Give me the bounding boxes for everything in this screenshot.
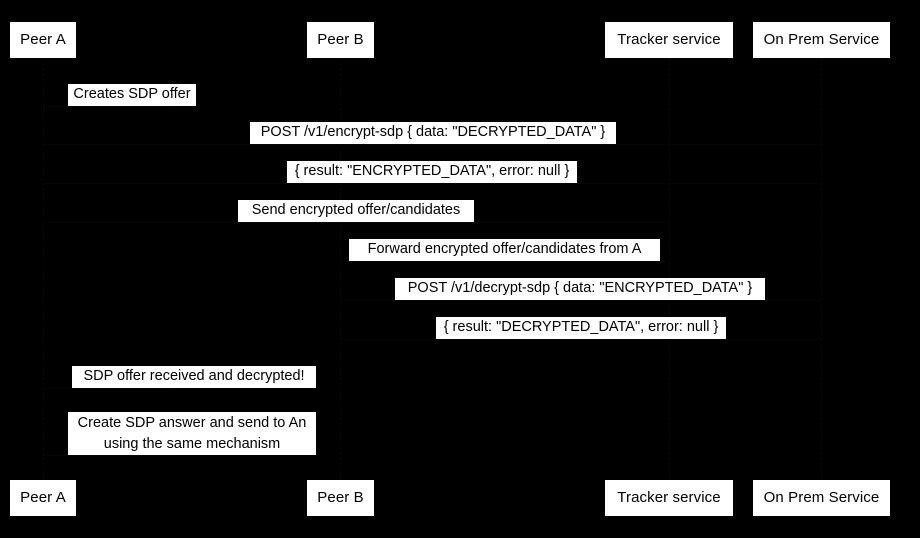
message-arrow-4 xyxy=(43,222,669,223)
message-label-sdp-offer-received: SDP offer received and decrypted! xyxy=(72,366,316,388)
message-arrow-3 xyxy=(43,183,821,184)
message-label-create-sdp-answer-line-1: Create SDP answer and send to An xyxy=(77,415,307,431)
message-label-create-sdp-answer-line-2: using the same mechanism xyxy=(103,436,281,452)
message-label-creates-sdp-offer: Creates SDP offer xyxy=(68,84,196,106)
participant-tracker-service-bottom[interactable]: Tracker service xyxy=(605,480,733,516)
participant-on-prem-service-bottom[interactable]: On Prem Service xyxy=(753,480,890,516)
message-label-post-encrypt-sdp: POST /v1/encrypt-sdp { data: "DECRYPTED_… xyxy=(250,122,616,144)
participant-peer-a-bottom[interactable]: Peer A xyxy=(10,480,76,516)
message-arrow-5 xyxy=(340,261,669,262)
participant-on-prem-service-top[interactable]: On Prem Service xyxy=(753,22,890,58)
message-arrow-8 xyxy=(43,388,173,389)
message-label-send-encrypted-offer: Send encrypted offer/candidates xyxy=(238,200,474,222)
participant-peer-b-bottom[interactable]: Peer B xyxy=(307,480,374,516)
participant-peer-b-top[interactable]: Peer B xyxy=(307,22,374,58)
participant-peer-a-top[interactable]: Peer A xyxy=(10,22,76,58)
lifeline-tracker-service xyxy=(669,58,670,480)
message-arrow-2 xyxy=(43,144,821,145)
lifeline-peer-a xyxy=(43,58,44,480)
message-arrow-9 xyxy=(43,455,173,456)
message-arrow-7 xyxy=(340,339,821,340)
message-label-forward-encrypted-offer: Forward encrypted offer/candidates from … xyxy=(349,239,660,261)
message-label-create-sdp-answer: Create SDP answer and send to An using t… xyxy=(68,412,316,455)
message-arrow-1 xyxy=(43,106,173,107)
lifeline-on-prem-service xyxy=(821,58,822,480)
message-label-post-decrypt-sdp: POST /v1/decrypt-sdp { data: "ENCRYPTED_… xyxy=(395,278,765,300)
participant-tracker-service-top[interactable]: Tracker service xyxy=(605,22,733,58)
message-arrow-6 xyxy=(340,300,821,301)
message-label-result-decrypted-data: { result: "DECRYPTED_DATA", error: null … xyxy=(436,317,726,339)
message-label-result-encrypted-data: { result: "ENCRYPTED_DATA", error: null … xyxy=(287,161,577,183)
